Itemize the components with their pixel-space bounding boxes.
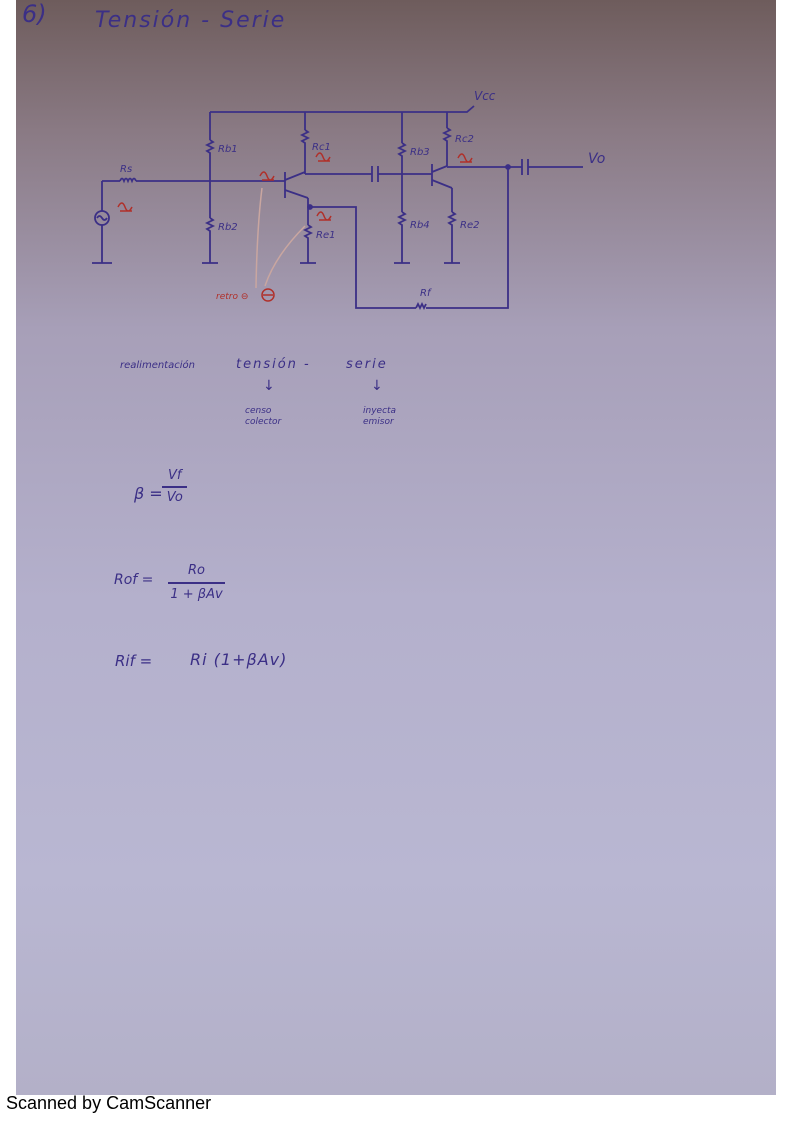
rb2-resistor xyxy=(204,217,216,232)
re1-label: Re1 xyxy=(316,230,335,241)
rb3-label: Rb3 xyxy=(410,147,430,158)
serie-desc-line: inyecta xyxy=(363,406,397,416)
re1-resistor xyxy=(302,224,314,240)
capacitor-2 xyxy=(521,159,529,175)
rc2-resistor xyxy=(441,127,453,143)
beta-numerator: Vf xyxy=(162,466,188,488)
scanner-watermark: Scanned by CamScanner xyxy=(6,1093,212,1113)
re2-resistor xyxy=(446,211,458,227)
re2-branch xyxy=(444,188,460,264)
rb3-rb4-branch xyxy=(394,112,410,264)
re1-branch xyxy=(300,198,316,264)
rb4-resistor xyxy=(396,211,408,227)
rs-resistor xyxy=(119,177,137,184)
beta-lhs: β = xyxy=(134,484,163,503)
circuit-diagram: Vcc Vo Rs Rb1 Rb2 Rc1 Re1 Rb3 Rb4 Rc2 Re… xyxy=(92,89,605,311)
ac-source-icon xyxy=(94,210,110,226)
serie-label: serie xyxy=(346,357,388,372)
rif-rhs: Ri (1+βAv) xyxy=(190,650,288,669)
q2-transistor xyxy=(431,164,453,189)
red-annotations xyxy=(117,152,473,302)
problem-number: 6) xyxy=(22,0,47,28)
capacitor-1 xyxy=(371,166,379,182)
feedback-annotation: retro ⊖ xyxy=(216,292,248,302)
re2-label: Re2 xyxy=(460,220,479,231)
rs-label: Rs xyxy=(120,164,132,175)
vcc-rail xyxy=(210,105,475,113)
rc1-label: Rc1 xyxy=(312,142,331,153)
rc1-resistor xyxy=(299,129,311,145)
tension-desc-line: colector xyxy=(245,417,282,427)
page-title: Tensión - Serie xyxy=(95,8,287,33)
rof-fraction: Ro 1 + βAv xyxy=(168,560,225,606)
vo-label: Vo xyxy=(588,151,605,167)
tension-label: tensión - xyxy=(236,357,311,372)
serie-desc-line: emisor xyxy=(363,417,394,427)
rb2-label: Rb2 xyxy=(218,222,238,233)
rof-numerator: Ro xyxy=(168,560,225,584)
rb1-resistor xyxy=(204,139,216,155)
rb4-label: Rb4 xyxy=(410,220,430,231)
rb1-label: Rb1 xyxy=(218,144,238,155)
arrow-down-icon: ↓ xyxy=(263,378,275,394)
feedback-loop xyxy=(310,167,509,309)
rof-lhs: Rof = xyxy=(114,572,154,588)
vcc-label: Vcc xyxy=(474,89,496,103)
scanned-page xyxy=(16,0,776,1095)
rb1-rb2-branch xyxy=(202,112,218,264)
rif-lhs: Rif = xyxy=(115,652,153,670)
beta-denominator: Vo xyxy=(166,490,183,505)
rf-label: Rf xyxy=(420,288,432,299)
arrow-down-icon: ↓ xyxy=(371,378,383,394)
q1-transistor xyxy=(284,171,309,199)
rb3-resistor xyxy=(396,142,408,158)
rc2-label: Rc2 xyxy=(455,134,474,145)
feedback-type-label: realimentación xyxy=(120,360,195,371)
source-wire xyxy=(92,180,120,264)
rf-resistor xyxy=(415,301,427,311)
tension-desc-line: censo xyxy=(245,406,272,416)
rof-denominator: 1 + βAv xyxy=(170,587,223,602)
